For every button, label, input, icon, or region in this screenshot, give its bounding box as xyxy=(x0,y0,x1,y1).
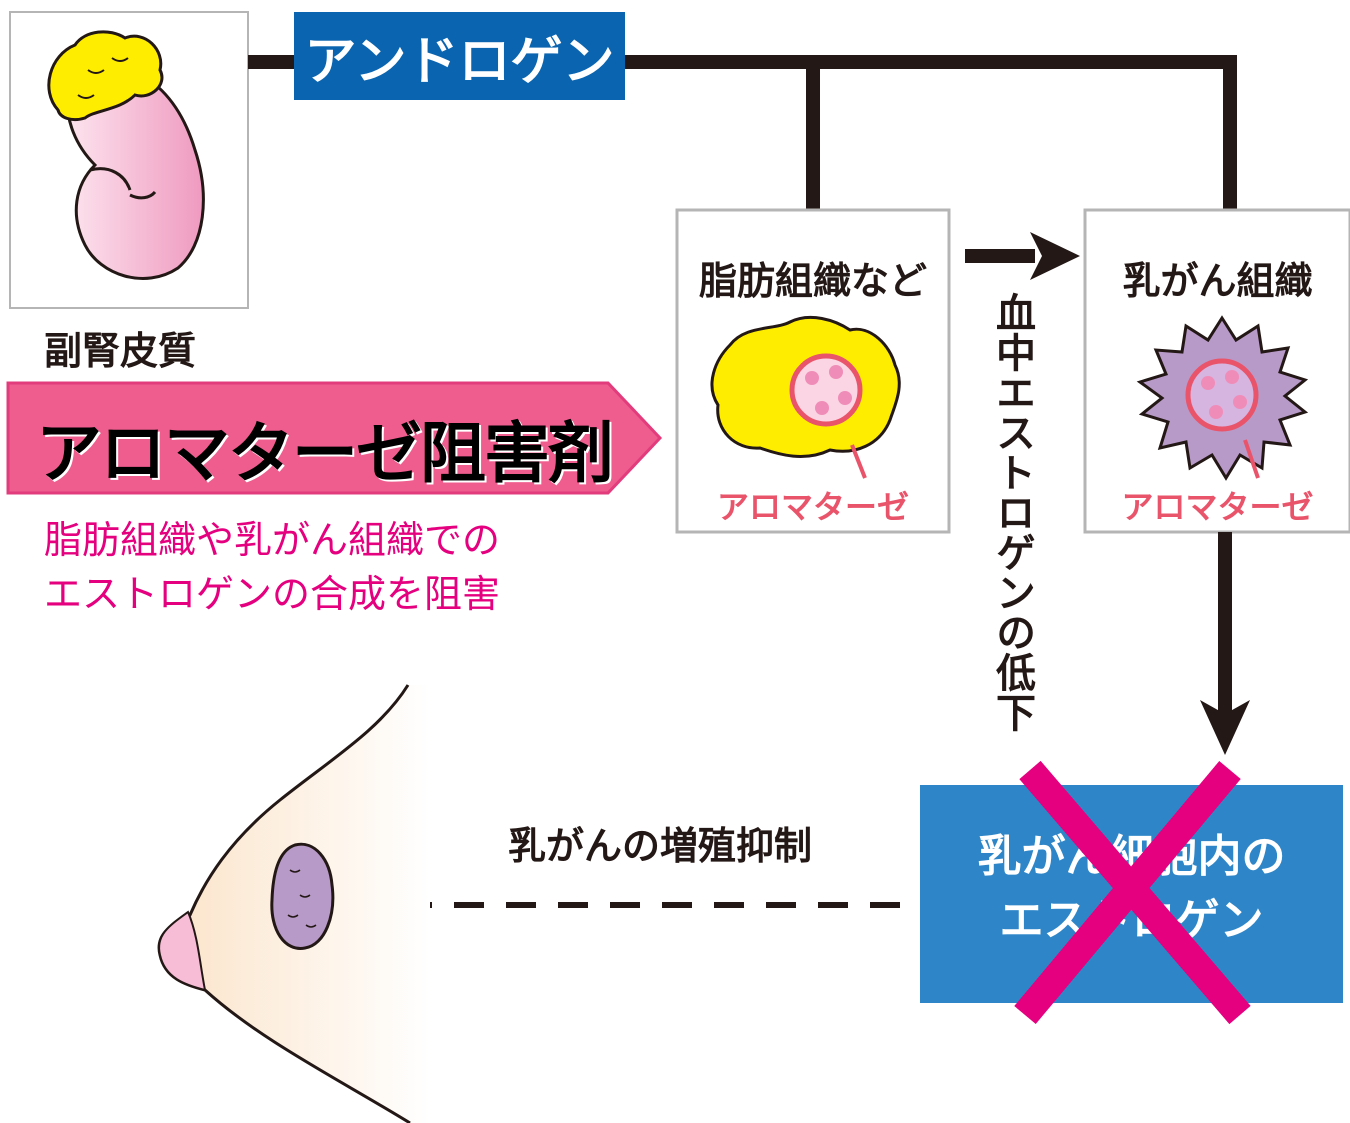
adrenal-illustration xyxy=(47,30,205,280)
androgen-label: アンドロゲン xyxy=(304,31,615,92)
androgen-box: アンドロゲン xyxy=(294,12,625,100)
inhibitor-arrow-band xyxy=(6,381,663,495)
inhibitor-label: アロマターゼ阻害剤 xyxy=(36,415,614,492)
inhibitor-description-line-2: エストロゲンの合成を阻害 xyxy=(44,572,501,616)
proliferation-suppression-label: 乳がんの増殖抑制 xyxy=(508,824,813,868)
arrow-cancer-to-cell-estrogen xyxy=(1200,532,1250,755)
arrow-adipose-to-cancer xyxy=(965,232,1080,280)
dashed-arrow-suppression xyxy=(355,880,900,930)
inhibitor-description-line-1: 脂肪組織や乳がん組織での xyxy=(44,518,501,562)
adipose-aromatase-label: アロマターゼ xyxy=(716,488,909,526)
adipose-nucleus xyxy=(789,353,863,427)
adrenal-gland-shape xyxy=(47,30,164,122)
adrenal-cortex-label: 副腎皮質 xyxy=(44,329,197,373)
cell-estrogen-text: 乳がん細胞内の エストロゲン xyxy=(920,825,1343,953)
breast-cancer-tissue-label: 乳がん組織 xyxy=(1122,259,1313,303)
cell-estrogen-line-2: エストロゲン xyxy=(999,895,1264,946)
cancer-nucleus xyxy=(1185,358,1259,432)
adipose-tissue-label: 脂肪組織など xyxy=(698,259,927,303)
cell-estrogen-line-1: 乳がん細胞内の xyxy=(977,831,1286,882)
cancer-aromatase-label: アロマターゼ xyxy=(1121,488,1314,526)
androgen-connector-lines xyxy=(248,55,1237,210)
blood-estrogen-decrease-label: 血中エストロゲンの低下 xyxy=(989,292,1035,732)
breast-illustration xyxy=(157,684,430,1123)
